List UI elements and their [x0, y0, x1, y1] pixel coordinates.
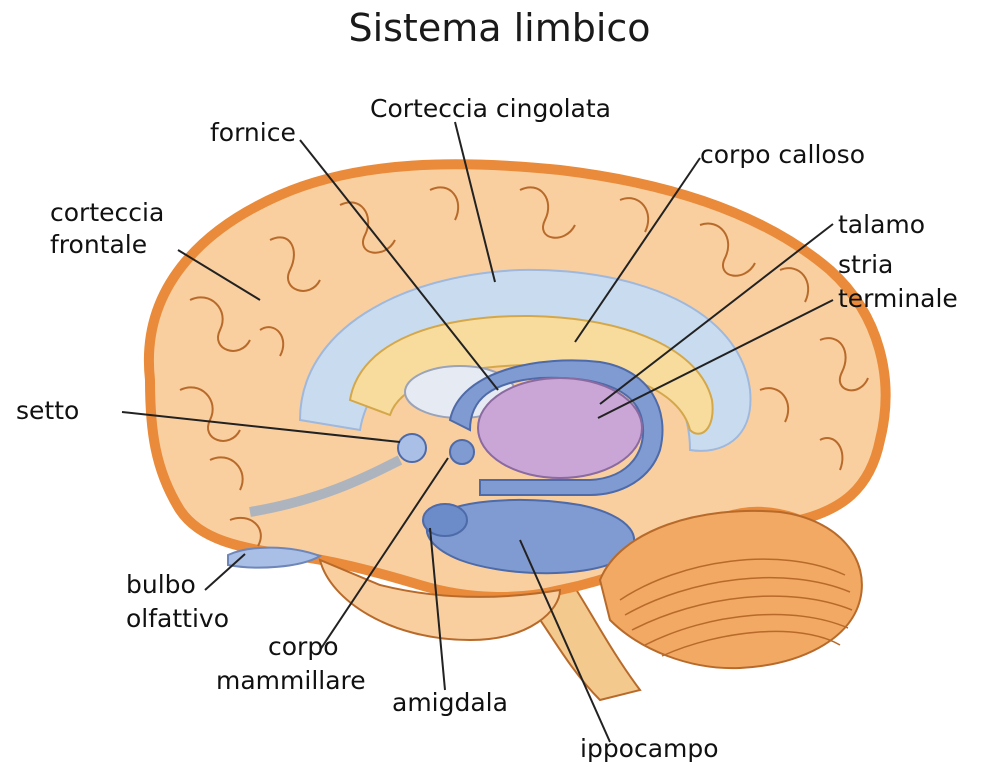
label-corteccia-frontale-line1: corteccia: [50, 198, 164, 228]
label-corpo-mammillare-line2: mammillare: [216, 666, 366, 696]
label-talamo: talamo: [838, 210, 925, 240]
label-ippocampo: ippocampo: [580, 734, 719, 764]
label-corteccia-frontale-line2: frontale: [50, 230, 147, 260]
label-corpo-mammillare-line1: corpo: [268, 632, 338, 662]
label-amigdala: amigdala: [392, 688, 508, 718]
thalamus: [478, 378, 642, 478]
label-corpo-calloso: corpo calloso: [700, 140, 865, 170]
label-setto: setto: [16, 396, 79, 426]
label-bulbo-olfattivo-line1: bulbo: [126, 570, 196, 600]
label-corteccia-cingolata: Corteccia cingolata: [370, 94, 611, 124]
label-stria-terminale-line2: terminale: [838, 284, 958, 314]
septum-node: [398, 434, 426, 462]
label-fornice: fornice: [210, 118, 296, 148]
mammillary-node: [450, 440, 474, 464]
label-bulbo-olfattivo-line2: olfattivo: [126, 604, 229, 634]
leader-bulbo-olfattivo: [205, 554, 245, 590]
label-stria-terminale-line1: stria: [838, 250, 893, 280]
